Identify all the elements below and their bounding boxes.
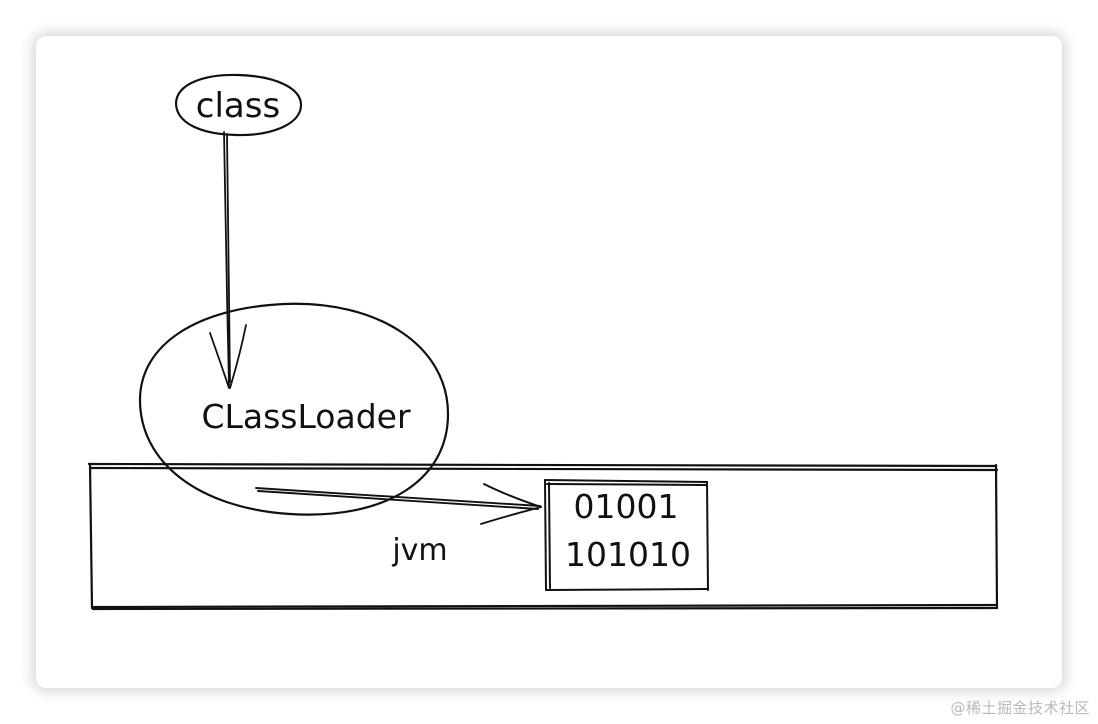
classloader-to-binary-arrow	[255, 483, 542, 525]
class-node: class	[174, 73, 303, 137]
classloader-node: CLassLoader	[138, 302, 450, 516]
classloader-label: CLassLoader	[201, 397, 411, 436]
class-to-classloader-arrow	[209, 131, 247, 389]
jvm-label: jvm	[391, 533, 447, 568]
jvm-container	[87, 462, 999, 611]
binary-line-1: 01001	[574, 487, 679, 526]
watermark-text: @稀土掘金技术社区	[950, 699, 1090, 717]
binary-box: 01001 101010	[544, 479, 709, 591]
class-label: class	[196, 86, 280, 126]
binary-line-2: 101010	[565, 535, 691, 574]
